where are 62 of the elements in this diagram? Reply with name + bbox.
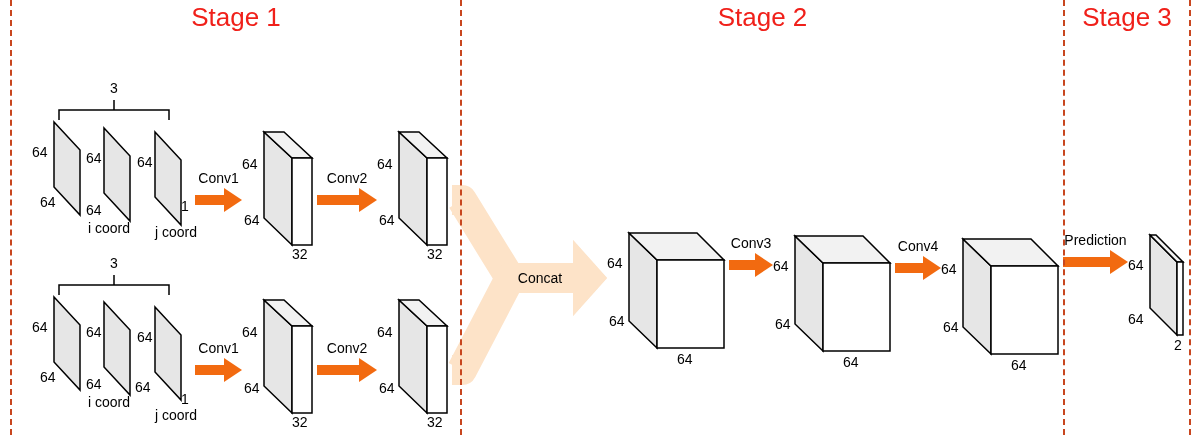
dimension-label: 64 bbox=[1011, 357, 1027, 373]
dimension-label: 64 bbox=[86, 150, 102, 166]
dimension-label: 32 bbox=[427, 414, 443, 430]
dimension-label: 64 bbox=[40, 369, 56, 385]
block-arrow bbox=[317, 188, 377, 212]
axis-caption: i coord bbox=[88, 220, 131, 236]
dimension-label: 64 bbox=[843, 354, 859, 370]
edge-label: Conv2 bbox=[326, 170, 368, 186]
channel-count: 3 bbox=[110, 80, 118, 96]
dimension-label: 1 bbox=[181, 198, 189, 214]
dimension-label: 64 bbox=[244, 380, 260, 396]
dimension-label: 64 bbox=[607, 255, 623, 271]
stage-title: Stage 3 bbox=[1082, 2, 1172, 32]
dimension-label: 64 bbox=[242, 156, 258, 172]
stage-title: Stage 1 bbox=[191, 2, 281, 32]
dimension-label: 64 bbox=[1128, 257, 1144, 273]
block-arrow bbox=[317, 358, 377, 382]
channel-count: 3 bbox=[110, 255, 118, 271]
dimension-label: 32 bbox=[427, 246, 443, 262]
axis-caption: j coord bbox=[155, 224, 198, 240]
concat-arrow bbox=[447, 240, 607, 385]
dimension-label: 64 bbox=[242, 324, 258, 340]
dimension-label: 64 bbox=[86, 376, 102, 392]
dimension-label: 64 bbox=[32, 144, 48, 160]
edge-label: Conv1 bbox=[198, 170, 239, 186]
dimension-label: 64 bbox=[244, 212, 260, 228]
block-arrow bbox=[895, 256, 941, 280]
dimension-label: 64 bbox=[773, 258, 789, 274]
dimension-label: 64 bbox=[943, 319, 959, 335]
edge-label: Concat bbox=[517, 270, 563, 286]
dimension-label: 64 bbox=[40, 194, 56, 210]
dimension-label: 64 bbox=[32, 319, 48, 335]
dimension-label: 2 bbox=[1174, 337, 1182, 353]
block-arrow bbox=[729, 253, 773, 277]
dimension-label: 64 bbox=[609, 313, 625, 329]
block-arrow bbox=[1063, 250, 1128, 274]
dimension-label: 64 bbox=[377, 324, 393, 340]
dimension-label: 64 bbox=[379, 380, 395, 396]
dimension-label: 64 bbox=[137, 154, 153, 170]
dimension-label: 64 bbox=[775, 316, 791, 332]
axis-caption: i coord bbox=[88, 394, 131, 410]
dimension-label: 64 bbox=[379, 212, 395, 228]
dimension-label: 64 bbox=[377, 156, 393, 172]
dimension-label: 64 bbox=[86, 202, 102, 218]
block-arrow bbox=[195, 358, 242, 382]
edge-label: Conv2 bbox=[326, 340, 368, 356]
block-arrow bbox=[195, 188, 242, 212]
dimension-label: 64 bbox=[86, 324, 102, 340]
dimension-label: 64 bbox=[135, 379, 151, 395]
stage-title: Stage 2 bbox=[717, 2, 808, 32]
dimension-label: 32 bbox=[292, 414, 308, 430]
edge-label: Conv3 bbox=[730, 235, 772, 251]
dimension-label: 64 bbox=[1128, 311, 1144, 327]
edge-label: Conv1 bbox=[198, 340, 239, 356]
dimension-label: 64 bbox=[677, 351, 693, 367]
dimension-label: 32 bbox=[292, 246, 308, 262]
dimension-label: 1 bbox=[181, 391, 189, 407]
edge-label: Prediction bbox=[1064, 232, 1127, 248]
edge-label: Conv4 bbox=[897, 238, 939, 254]
axis-caption: j coord bbox=[155, 407, 198, 423]
dimension-label: 64 bbox=[941, 261, 957, 277]
dimension-label: 64 bbox=[137, 329, 153, 345]
